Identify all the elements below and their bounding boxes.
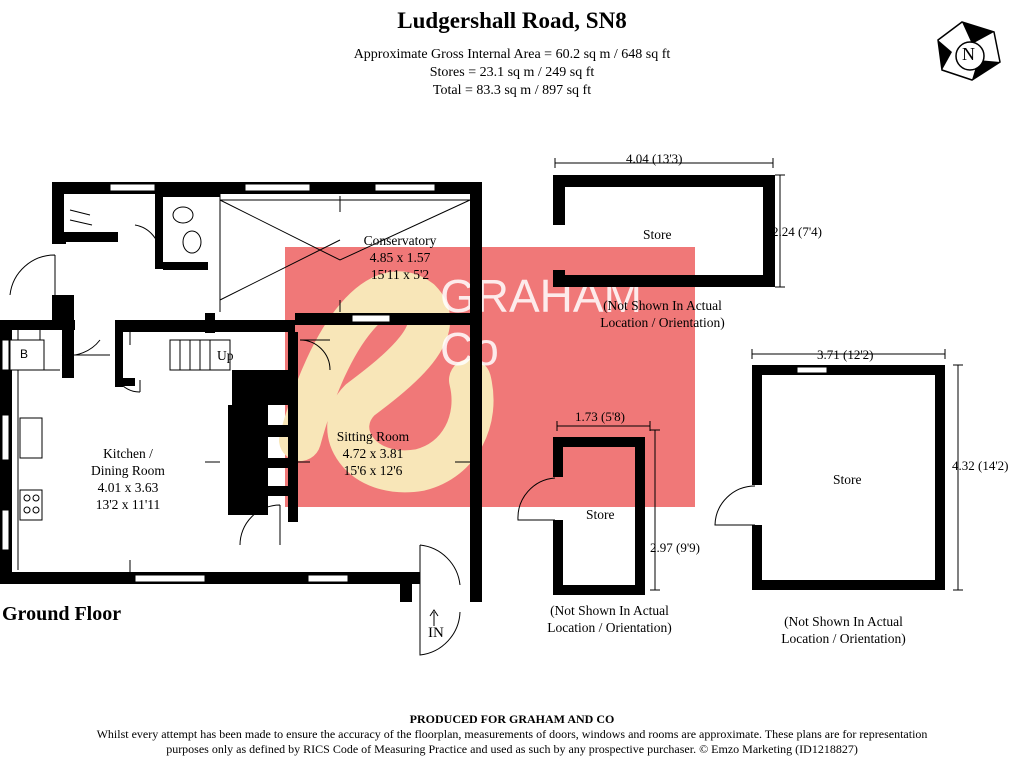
store-2-dimension-lines xyxy=(517,421,660,591)
boiler-cupboard xyxy=(9,339,45,371)
interior-lines xyxy=(9,194,471,656)
conservatory-glazing xyxy=(219,194,471,312)
shower-icon xyxy=(69,209,93,226)
store-1-depth: 2.24 (7'4) xyxy=(772,224,823,239)
store-3-width: 3.71 (12'2) xyxy=(817,347,874,362)
store-1-walls xyxy=(553,175,775,287)
kitchen-name-2: Dining Room xyxy=(91,463,165,478)
entrance-door xyxy=(419,544,461,656)
store-1-note: (Not Shown In Actual Location / Orientat… xyxy=(590,297,735,331)
conservatory-name: Conservatory xyxy=(363,233,437,248)
store-3-depth: 4.32 (14'2) xyxy=(952,458,1009,473)
window-bottom-2 xyxy=(307,574,349,583)
store-3-dimension-lines xyxy=(714,349,963,591)
store-1-width: 4.04 (13'3) xyxy=(626,151,683,166)
store-1-note-line-1: (Not Shown In Actual xyxy=(603,298,722,313)
kitchen-metric: 4.01 x 3.63 xyxy=(97,480,159,495)
compass-north-label: N xyxy=(962,44,975,64)
window-left-2 xyxy=(1,414,10,461)
chimney-breast xyxy=(228,405,268,515)
footer-line-1: Whilst every attempt has been made to en… xyxy=(96,727,928,741)
stairs-icon xyxy=(169,339,231,371)
window-left-3 xyxy=(1,509,10,551)
stairs-up-label: Up xyxy=(217,348,234,363)
door-swing-2 xyxy=(9,254,56,296)
area-line-gross: Approximate Gross Internal Area = 60.2 s… xyxy=(353,47,671,62)
windows xyxy=(1,183,436,583)
wall-kitchen-top-left xyxy=(0,320,75,330)
window-left-1 xyxy=(1,339,10,371)
door-swing-6 xyxy=(134,224,161,256)
store-2-note-line-2: Location / Orientation) xyxy=(547,620,672,635)
store-1-note-line-2: Location / Orientation) xyxy=(600,315,725,330)
store-2-depth: 2.97 (9'9) xyxy=(650,540,701,555)
room-sitting: Sitting Room 4.72 x 3.81 15'6 x 12'6 xyxy=(313,428,433,479)
store-3-note: (Not Shown In Actual Location / Orientat… xyxy=(771,613,916,647)
sink-icon xyxy=(19,417,43,459)
room-conservatory: Conservatory 4.85 x 1.57 15'11 x 5'2 xyxy=(340,232,460,283)
store-3-name: Store xyxy=(833,472,862,487)
window-top-3 xyxy=(374,183,436,192)
plan-title: Ludgershall Road, SN8 xyxy=(397,8,627,33)
store-3-walls xyxy=(752,365,945,590)
store-2-note: (Not Shown In Actual Location / Orientat… xyxy=(537,602,682,636)
house-walls xyxy=(0,182,482,602)
store-1-dimension-lines xyxy=(554,158,785,288)
wall-bottom xyxy=(0,572,420,584)
toilet-icon xyxy=(172,206,194,224)
wall-left-upper xyxy=(52,182,64,244)
store-3-window xyxy=(796,366,828,374)
store-3-note-line-1: (Not Shown In Actual xyxy=(784,614,903,629)
basin-icon xyxy=(182,230,202,254)
store-2-door-swing xyxy=(517,477,556,521)
compass-icon xyxy=(937,21,1001,81)
store-3-door-swing xyxy=(714,485,756,526)
watermark-text-2: Co xyxy=(440,323,499,375)
watermark-ampersand-shape xyxy=(279,271,494,493)
conservatory-imperial: 15'11 x 5'2 xyxy=(370,267,430,282)
area-line-total: Total = 83.3 sq m / 897 sq ft xyxy=(432,83,592,98)
in-arrow-icon xyxy=(429,609,439,626)
chimney-breast-top xyxy=(232,370,288,405)
area-line-stores: Stores = 23.1 sq m / 249 sq ft xyxy=(429,65,595,80)
room-dimension-markers xyxy=(129,196,470,572)
store-2-width: 1.73 (5'8) xyxy=(575,409,626,424)
store-1-name: Store xyxy=(643,227,672,242)
sitting-name: Sitting Room xyxy=(336,429,410,444)
door-swing-4 xyxy=(61,339,110,356)
wall-right xyxy=(470,182,482,592)
room-kitchen: Kitchen / Dining Room 4.01 x 3.63 13'2 x… xyxy=(68,445,188,513)
hob-icon xyxy=(19,489,43,521)
door-swing-1 xyxy=(239,504,281,546)
floor-label: Ground Floor xyxy=(2,603,122,625)
window-top-2 xyxy=(244,183,311,192)
footer-line-2: purposes only as defined by RICS Code of… xyxy=(166,742,858,756)
footer-disclaimer: Whilst every attempt has been made to en… xyxy=(0,727,1024,757)
sitting-imperial: 15'6 x 12'6 xyxy=(343,463,403,478)
window-bottom-1 xyxy=(134,574,206,583)
door-swing-3 xyxy=(299,339,331,371)
door-swing-5 xyxy=(117,379,141,393)
store-2-name: Store xyxy=(586,507,615,522)
entrance-label: IN xyxy=(428,625,444,641)
store-3-note-line-2: Location / Orientation) xyxy=(781,631,906,646)
kitchen-imperial: 13'2 x 11'11 xyxy=(95,497,161,512)
conservatory-metric: 4.85 x 1.57 xyxy=(369,250,431,265)
kitchen-name-1: Kitchen / xyxy=(103,446,153,461)
wall-left-mid xyxy=(52,295,74,323)
window-top-1 xyxy=(109,183,156,192)
store-2-note-line-1: (Not Shown In Actual xyxy=(550,603,669,618)
store-2-walls xyxy=(553,437,645,595)
footer-heading: PRODUCED FOR GRAHAM AND CO xyxy=(409,712,615,726)
boiler-label: B xyxy=(20,347,29,361)
window-conservatory xyxy=(351,314,391,323)
sitting-metric: 4.72 x 3.81 xyxy=(342,446,404,461)
area-summary: Approximate Gross Internal Area = 60.2 s… xyxy=(0,46,1024,100)
